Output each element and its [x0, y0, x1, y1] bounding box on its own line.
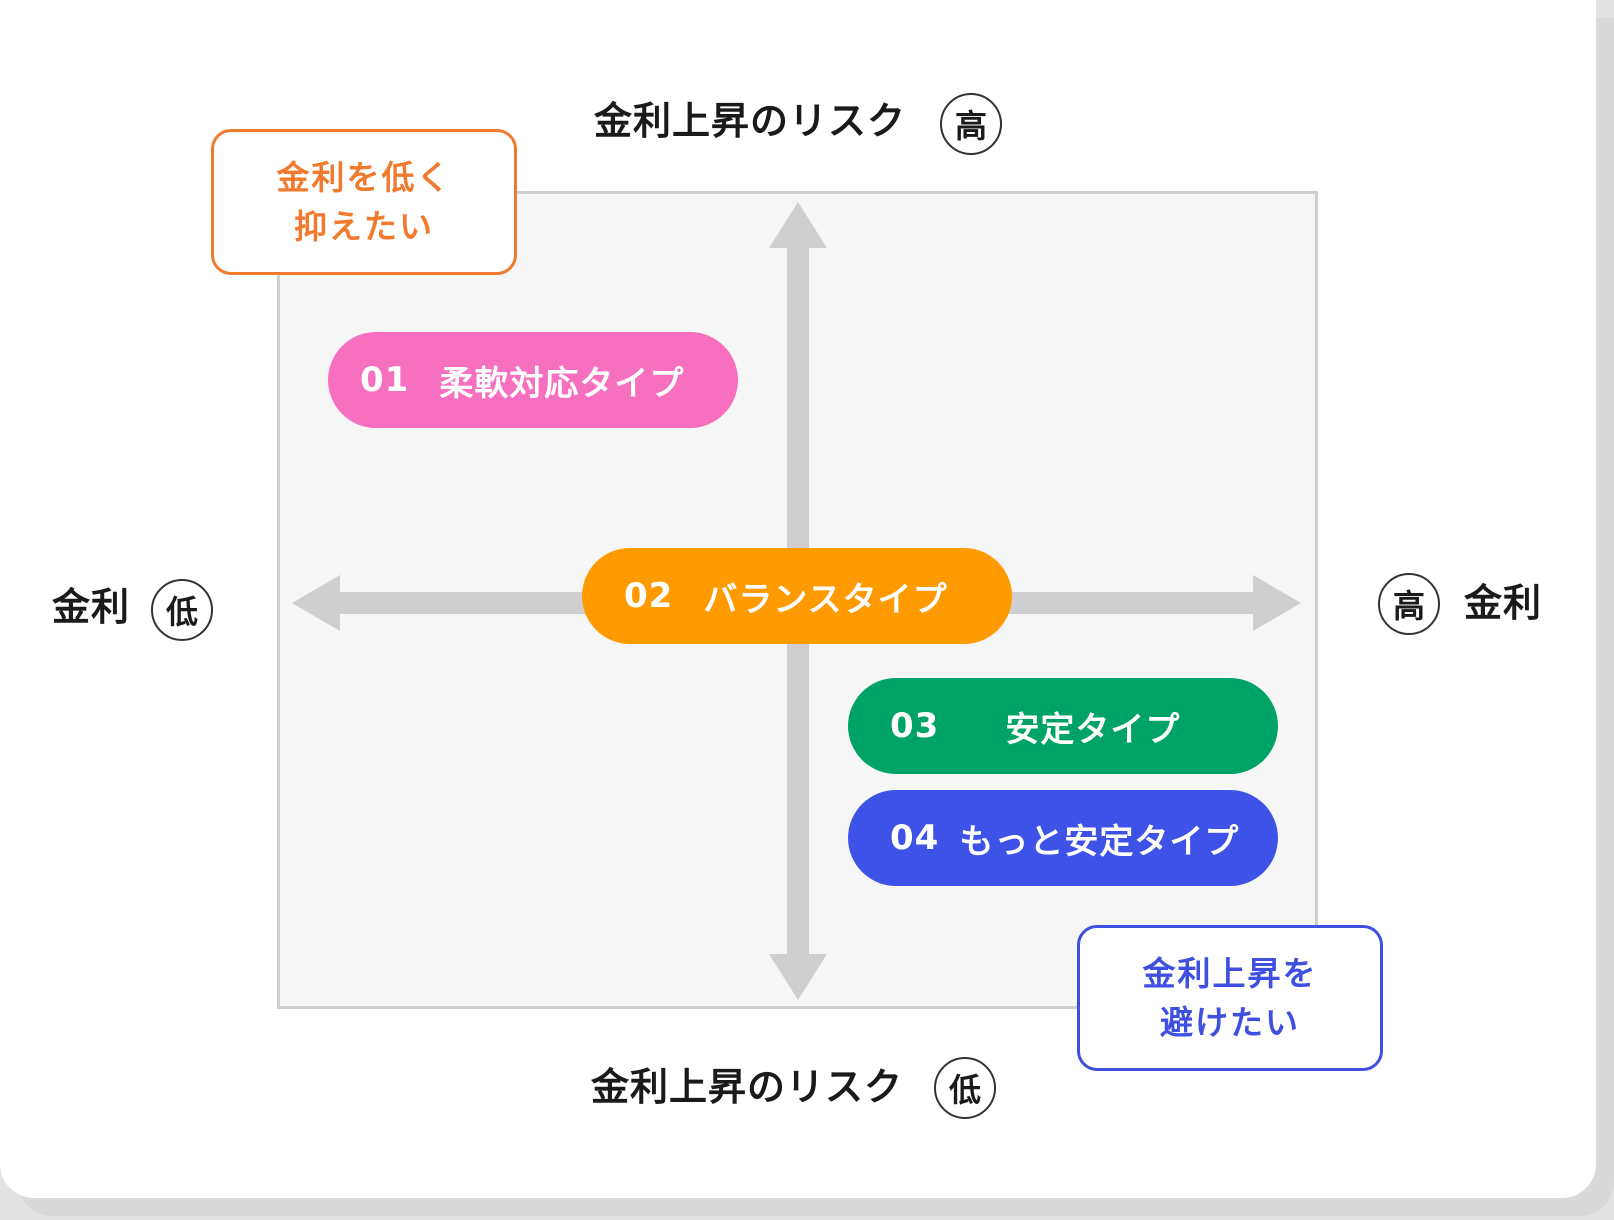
type-01-number: 01 [360, 360, 410, 400]
type-02-balance: 02 バランスタイプ [582, 548, 1012, 644]
callout-keep-rate-low-line1: 金利を低く [276, 157, 452, 197]
top-axis-label: 金利上昇のリスク [594, 99, 907, 143]
arrow-down-icon [769, 954, 827, 1000]
arrow-right-icon [1253, 575, 1301, 631]
callout-avoid-rate-rise-line2: 避けたい [1160, 1003, 1300, 1042]
left-axis-label: 金利 [52, 585, 131, 629]
type-03-number: 03 [890, 706, 940, 746]
bottom-axis-badge: 低 [934, 1057, 996, 1119]
type-04-more-stable: 04 もっと安定タイプ [848, 790, 1278, 886]
type-02-label: バランスタイプ [703, 579, 948, 620]
type-04-label: もっと安定タイプ [959, 821, 1240, 862]
type-02-number: 02 [624, 576, 674, 616]
callout-avoid-rate-rise-line1: 金利上昇を [1142, 953, 1318, 993]
type-01-label: 柔軟対応タイプ [439, 363, 685, 404]
callout-keep-rate-low: 金利を低く 抑えたい [211, 129, 517, 275]
callout-keep-rate-low-line2: 抑えたい [294, 207, 434, 246]
type-04-number: 04 [890, 818, 940, 858]
right-axis-label: 金利 [1464, 581, 1543, 625]
top-axis-badge: 高 [940, 93, 1002, 155]
right-axis-badge: 高 [1378, 573, 1440, 635]
callout-avoid-rate-rise: 金利上昇を 避けたい [1077, 925, 1383, 1071]
arrow-left-icon [292, 575, 340, 631]
type-03-stable: 03 安定タイプ [848, 678, 1278, 774]
type-01-flexible: 01 柔軟対応タイプ [328, 332, 738, 428]
type-03-label: 安定タイプ [1005, 709, 1181, 750]
arrow-up-icon [769, 202, 827, 248]
bottom-axis-label: 金利上昇のリスク [591, 1065, 904, 1109]
left-axis-badge: 低 [151, 579, 213, 641]
